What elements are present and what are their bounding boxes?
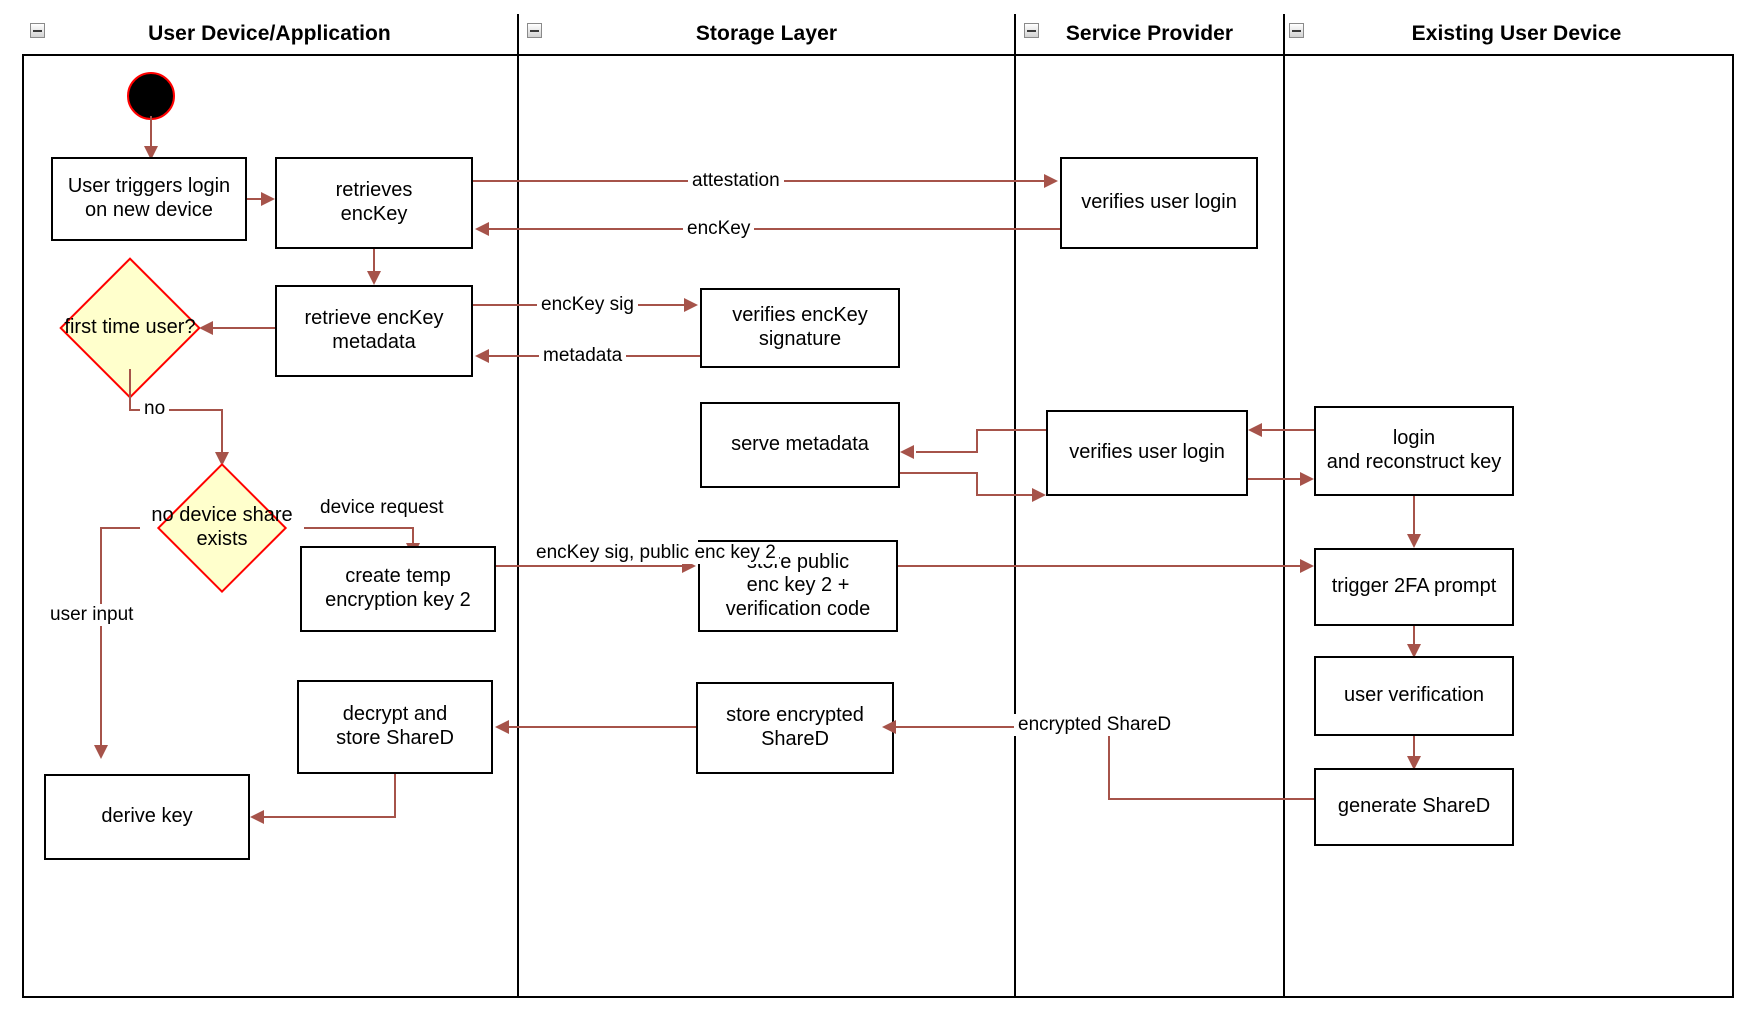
edge-login-to-2fa: [1413, 496, 1415, 540]
edge-device-request-h: [304, 527, 414, 529]
arrowhead-left: [475, 349, 489, 363]
edge-decrypt-to-derive-v: [394, 774, 396, 818]
edge-2fa-to-verification: [1413, 626, 1415, 650]
edge-no-segment-v2: [221, 409, 223, 457]
node-user-verification[interactable]: user verification: [1314, 656, 1514, 736]
arrowhead-down: [144, 146, 158, 160]
edge-decrypt-to-derive-h: [262, 816, 396, 818]
edge-device-request-v: [412, 527, 414, 549]
edge-user-input-h: [100, 527, 140, 529]
node-verifies-enckey-signature[interactable]: verifies encKey signature: [700, 288, 900, 368]
node-retrieve-enckey-metadata[interactable]: retrieve encKey metadata: [275, 285, 473, 377]
arrowhead-down: [1407, 644, 1421, 658]
arrowhead-left: [495, 720, 509, 734]
lane-header-service-provider[interactable]: Service Provider: [1016, 14, 1285, 56]
edge-label-enckey-sig-pubkey: encKey sig, public enc key 2: [533, 542, 779, 564]
edge-user-input-v: [100, 527, 102, 749]
edge-retrieves-to-metadata: [373, 249, 375, 277]
edge-no-segment-h: [129, 409, 223, 411]
node-trigger-2fa-prompt[interactable]: trigger 2FA prompt: [1314, 548, 1514, 626]
node-generate-shared[interactable]: generate ShareD: [1314, 768, 1514, 846]
arrowhead-left: [250, 810, 264, 824]
lane-header-user-device[interactable]: User Device/Application: [22, 14, 519, 56]
arrowhead-left: [900, 445, 914, 459]
edge-label-user-input: user input: [46, 604, 138, 626]
lane-title: Existing User Device: [1411, 22, 1622, 45]
edge-storepublic-to-2fa: [898, 565, 1312, 567]
minus-box-icon[interactable]: [1024, 23, 1039, 38]
edge-label-no: no: [140, 398, 170, 420]
edge-login-to-vul2: [1262, 429, 1318, 431]
edge-login-to-retrieves: [247, 198, 265, 200]
arrowhead-right: [1032, 488, 1046, 502]
edge-label-encrypted-shared: encrypted ShareD: [1014, 714, 1176, 736]
node-verifies-user-login-1[interactable]: verifies user login: [1060, 157, 1258, 249]
edge-vul2-to-login: [1248, 478, 1304, 480]
lane-title: Storage Layer: [695, 22, 838, 45]
minus-box-icon[interactable]: [527, 23, 542, 38]
arrowhead-left: [1248, 423, 1262, 437]
arrowhead-right: [1300, 472, 1314, 486]
edge-label-metadata: metadata: [539, 345, 627, 367]
edge-encshared-h2: [1108, 798, 1314, 800]
node-serve-metadata[interactable]: serve metadata: [700, 402, 900, 488]
lane-title: User Device/Application: [148, 22, 391, 45]
minus-box-icon[interactable]: [1289, 23, 1304, 38]
lane-divider-2: [1014, 56, 1016, 998]
node-login-and-reconstruct-key[interactable]: login and reconstruct key: [1314, 406, 1514, 496]
edge-metadata-to-firsttime: [207, 327, 275, 329]
arrowhead-right: [684, 298, 698, 312]
arrowhead-left: [475, 222, 489, 236]
arrowhead-down: [367, 271, 381, 285]
node-retrieves-enckey[interactable]: retrieves encKey: [275, 157, 473, 249]
arrowhead-right: [1044, 174, 1058, 188]
arrowhead-right: [1300, 559, 1314, 573]
node-user-triggers-login[interactable]: User triggers login on new device: [51, 157, 247, 241]
edge-start-to-login: [150, 116, 152, 150]
arrowhead-left: [199, 321, 213, 335]
decision-first-time-user[interactable]: first time user?: [54, 257, 206, 399]
arrowhead-down: [1407, 534, 1421, 548]
lane-divider-1: [517, 56, 519, 998]
edge-encshared-h1: [894, 726, 1108, 728]
arrowhead-down: [94, 745, 108, 759]
arrowhead-left: [882, 720, 896, 734]
edge-enckey-sig-pubkey: [496, 565, 684, 567]
arrowhead-right: [261, 192, 275, 206]
edge-label-enckey-sig: encKey sig: [537, 294, 638, 316]
edge-label-attestation: attestation: [688, 170, 784, 192]
lane-header-existing-device[interactable]: Existing User Device: [1285, 14, 1734, 56]
edge-vul2-to-serve-h1: [976, 429, 1046, 431]
initial-node: [127, 72, 175, 120]
edge-serve-to-vul2-h2: [976, 494, 1038, 496]
arrowhead-down: [215, 452, 229, 466]
node-derive-key[interactable]: derive key: [44, 774, 250, 860]
edge-encshared-v: [1108, 726, 1110, 800]
node-create-temp-encryption-key-2[interactable]: create temp encryption key 2: [300, 546, 496, 632]
node-verifies-user-login-2[interactable]: verifies user login: [1046, 410, 1248, 496]
edge-vul2-to-serve-v: [976, 429, 978, 453]
edge-label-device-request: device request: [316, 497, 448, 519]
minus-box-icon[interactable]: [30, 23, 45, 38]
lane-divider-3: [1283, 56, 1285, 998]
edge-vul2-to-serve-h2: [916, 451, 978, 453]
node-decrypt-and-store-shared[interactable]: decrypt and store ShareD: [297, 680, 493, 774]
lane-header-storage-layer[interactable]: Storage Layer: [519, 14, 1016, 56]
lane-title: Service Provider: [1065, 22, 1234, 45]
edge-no-segment-v1: [129, 369, 131, 411]
decision-no-device-share-exists[interactable]: no device share exists: [137, 462, 307, 594]
arrowhead-down: [1407, 756, 1421, 770]
edge-enckey-return: [489, 228, 1060, 230]
edge-serve-to-vul2-h1: [900, 472, 978, 474]
edge-verification-to-generate: [1413, 736, 1415, 762]
node-store-encrypted-shared[interactable]: store encrypted ShareD: [696, 682, 894, 774]
edge-storeenc-to-decrypt: [509, 726, 696, 728]
edge-label-enckey: encKey: [683, 218, 755, 240]
edge-serve-to-vul2-v: [976, 472, 978, 496]
